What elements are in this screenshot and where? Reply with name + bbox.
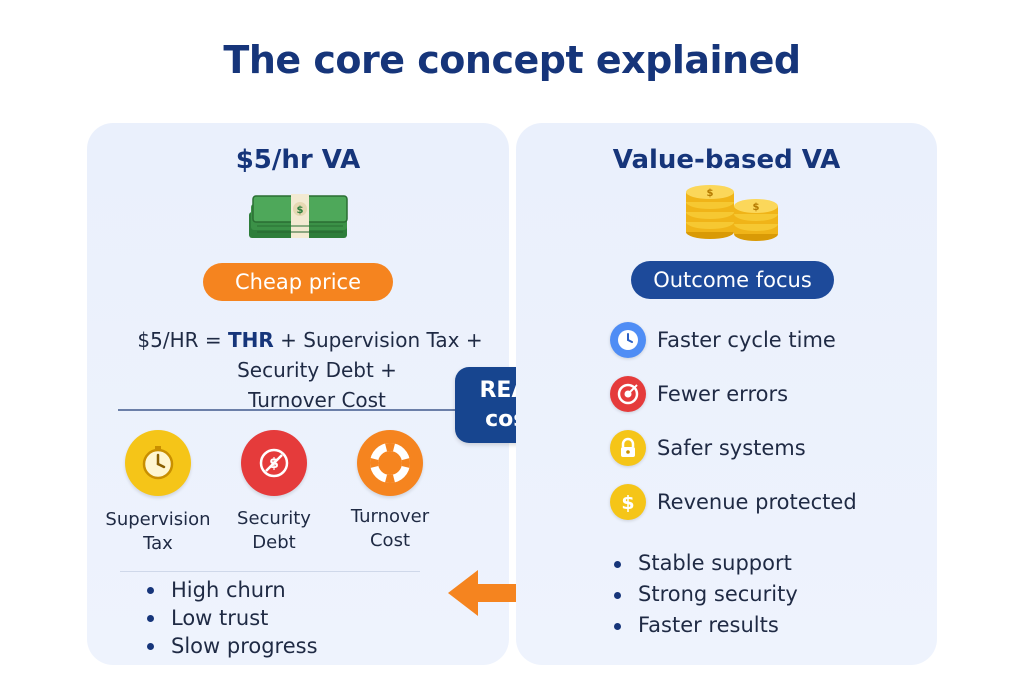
lock-icon: [610, 430, 646, 466]
benefit-label: Safer systems: [657, 436, 806, 460]
benefit-label: Fewer errors: [657, 382, 789, 406]
coins-icon: $ $: [682, 184, 782, 244]
svg-text:$: $: [269, 456, 279, 472]
value-va-bullets: Stable support Strong security Faster re…: [612, 548, 798, 641]
list-item: Slow progress: [145, 632, 318, 660]
cheap-va-bullets: High churn Low trust Slow progress: [145, 576, 318, 660]
cheap-va-heading: $5/hr VA: [235, 145, 361, 175]
formula-line-2: Security Debt +: [237, 358, 397, 382]
cost-label-line: Security: [237, 508, 311, 529]
list-item: Strong security: [612, 579, 798, 610]
list-item: Stable support: [612, 548, 798, 579]
cost-label-line: Supervision: [105, 509, 211, 530]
svg-text:$: $: [297, 205, 304, 216]
clock-icon: [610, 322, 646, 358]
svg-text:$: $: [621, 492, 634, 514]
value-va-heading: Value-based VA: [612, 145, 841, 175]
security-debt-label: Security Debt: [209, 507, 339, 555]
svg-text:$: $: [707, 188, 714, 199]
outcome-focus-pill: Outcome focus: [631, 261, 834, 299]
benefit-fewer-errors: Fewer errors: [610, 375, 788, 413]
cost-label-line: Cost: [369, 530, 411, 551]
benefit-label: Faster cycle time: [657, 328, 836, 352]
formula-line-3: Turnover Cost: [248, 388, 386, 412]
formula-prefix: $5/HR =: [137, 328, 228, 352]
supervision-tax-label: Supervision Tax: [93, 508, 223, 556]
cost-label-line: Debt: [252, 532, 296, 553]
formula-suffix: + Supervision Tax +: [273, 328, 483, 352]
target-icon: [610, 376, 646, 412]
formula-thr: THR: [228, 328, 274, 352]
page-title: The core concept explained: [223, 38, 801, 82]
cost-label-line: Tax: [143, 533, 173, 554]
benefit-safer-systems: Safer systems: [610, 429, 806, 467]
list-item: High churn: [145, 576, 318, 604]
svg-text:$: $: [753, 202, 760, 213]
double-arrow-icon: [448, 568, 574, 618]
formula-line-1: $5/HR = THR + Supervision Tax +: [120, 325, 500, 355]
security-debt-icon: $: [241, 430, 307, 496]
lifebuoy-icon: [357, 430, 423, 496]
turnover-cost-label: Turnover Cost: [325, 505, 455, 553]
benefit-revenue-protected: $ Revenue protected: [610, 483, 857, 521]
cost-formula: $5/HR = THR + Supervision Tax + Security…: [120, 325, 500, 415]
benefit-faster-cycle-time: Faster cycle time: [610, 321, 836, 359]
money-stack-icon: $: [247, 190, 351, 242]
stopwatch-icon: [125, 430, 191, 496]
benefit-label: Revenue protected: [657, 490, 857, 514]
cost-label-line: Turnover: [350, 506, 430, 527]
cheap-price-pill: Cheap price: [203, 263, 393, 301]
dollar-icon: $: [610, 484, 646, 520]
list-item: Faster results: [612, 610, 798, 641]
section-divider: [120, 571, 420, 572]
list-item: Low trust: [145, 604, 318, 632]
